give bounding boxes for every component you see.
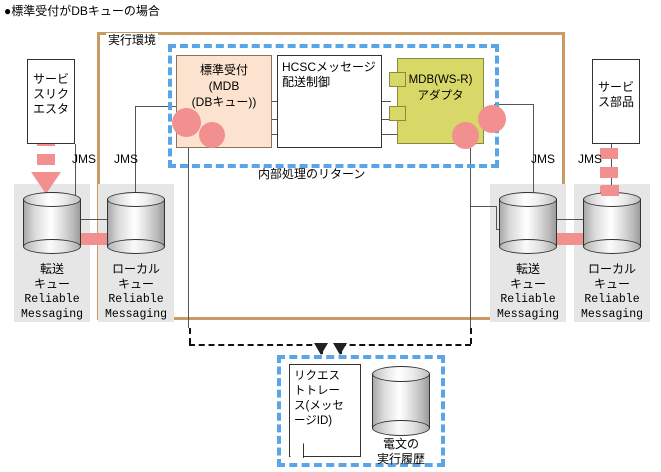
- service-component-line-2: ス部品: [597, 95, 634, 109]
- service-requestor-box: サービ スリク エスタ: [27, 59, 75, 144]
- queue-3-en-1: Reliable: [500, 293, 556, 306]
- queue-2-en-1: Reliable: [108, 293, 164, 306]
- connector-local-queue-to-mdb-horizontal: [135, 106, 177, 107]
- jms-label-3: JMS: [531, 152, 555, 166]
- message-history-caption: 電文の 実行履歴: [363, 437, 439, 467]
- trace-doc-line-4: ージID): [294, 415, 333, 427]
- trace-connector-left-stub: [189, 328, 191, 344]
- arrowhead-down-trace-right: [333, 343, 347, 355]
- hcsc-line-1: HCSCメッセージ: [282, 60, 376, 74]
- connector-local-queue-to-mdb-vertical: [135, 106, 136, 204]
- connector-requestor-to-transfer-queue: [75, 144, 76, 206]
- connector-right-jms-vertical: [533, 104, 534, 206]
- request-trace-boundary: [277, 355, 445, 467]
- history-line-2: 実行履歴: [376, 452, 425, 466]
- standard-reception-line-2: (MDB: [208, 79, 240, 93]
- queue-4-en-1: Reliable: [584, 293, 640, 306]
- internal-processing-return-label: 内部処理のリターン: [258, 167, 366, 181]
- transfer-queue-cylinder-left: [23, 192, 81, 254]
- jms-label-4: JMS: [578, 152, 602, 166]
- queue-1-jp-2: キュー: [33, 277, 70, 291]
- connector-transfer-to-local-right: [546, 219, 591, 220]
- transaction-marker-4: [452, 122, 479, 149]
- queue-caption-2: ローカル キュー Reliable Messaging: [97, 262, 175, 322]
- queue-2-en-2: Messaging: [104, 308, 168, 321]
- message-flow-segment-right: [601, 185, 619, 196]
- transaction-marker-1: [172, 108, 201, 137]
- execution-environment-label: 実行環境: [106, 33, 159, 47]
- queue-4-en-2: Messaging: [580, 308, 644, 321]
- trace-doc-line-3: ス(メッセ: [294, 400, 344, 412]
- queue-1-en-2: Messaging: [20, 308, 84, 321]
- hcsc-message-delivery-control-box: HCSCメッセージ 配送制御: [277, 55, 382, 148]
- local-queue-cylinder-left: [107, 192, 165, 254]
- transaction-marker-3: [478, 105, 506, 133]
- queue-3-jp-2: キュー: [509, 277, 546, 291]
- service-component-box: サービ ス部品: [592, 59, 640, 144]
- queue-caption-3: 転送 キュー Reliable Messaging: [489, 262, 567, 322]
- queue-1-jp-1: 転送: [39, 262, 64, 276]
- page-title: ●標準受付がDBキューの場合: [4, 4, 160, 18]
- queue-caption-1: 転送 キュー Reliable Messaging: [13, 262, 91, 322]
- connector-adapter-to-right-jms: [494, 104, 534, 105]
- request-trace-document: リクエス トトレー ス(メッセ ージID): [289, 364, 361, 457]
- service-requestor-line-1: サービ: [32, 72, 69, 86]
- queue-1-en-1: Reliable: [24, 293, 80, 306]
- connector-right-return-to-queue: [470, 206, 497, 207]
- service-component-line-1: サービ: [597, 80, 634, 94]
- jms-label-2: JMS: [114, 152, 138, 166]
- queue-3-jp-1: 転送: [515, 262, 540, 276]
- message-history-cylinder: [372, 366, 430, 436]
- connector-right-transfer-queue-drop: [496, 206, 497, 230]
- connector-right-return-vertical: [470, 134, 471, 328]
- connector-return-path-left-vertical: [188, 132, 189, 328]
- trace-connector-left-horizontal: [189, 344, 322, 346]
- jms-label-1: JMS: [72, 152, 96, 166]
- mdb-adapter-tab-top: [389, 72, 406, 87]
- history-line-1: 電文の: [382, 437, 419, 451]
- connector-hcsc-to-adapter: [382, 101, 391, 102]
- arrowhead-down-trace-left: [314, 343, 328, 355]
- mdb-adapter-label: MDB(WS-R) アダプタ: [397, 72, 484, 104]
- transaction-marker-2: [199, 122, 225, 148]
- service-requestor-line-3: エスタ: [32, 102, 69, 116]
- mdb-adapter-line-1: MDB(WS-R): [408, 74, 473, 86]
- trace-connector-right-horizontal: [340, 344, 471, 346]
- queue-2-jp-1: ローカル: [111, 262, 160, 276]
- queue-4-jp-1: ローカル: [587, 262, 636, 276]
- hcsc-line-2: 配送制御: [282, 75, 331, 89]
- standard-reception-line-1: 標準受付: [199, 63, 248, 77]
- queue-caption-4: ローカル キュー Reliable Messaging: [573, 262, 651, 322]
- service-requestor-line-2: スリク: [32, 87, 69, 101]
- standard-reception-line-3: (DBキュー)): [191, 95, 257, 109]
- local-queue-cylinder-right: [583, 192, 641, 254]
- trace-doc-line-2: トトレー: [294, 385, 340, 397]
- queue-4-jp-2: キュー: [593, 277, 630, 291]
- queue-2-jp-2: キュー: [117, 277, 154, 291]
- mdb-adapter-line-2: アダプタ: [417, 90, 464, 102]
- execution-environment-boundary: [97, 32, 565, 320]
- connector-reception-to-hcsc: [272, 101, 278, 102]
- mdb-adapter-tab-bottom: [389, 106, 406, 121]
- queue-3-en-2: Messaging: [496, 308, 560, 321]
- trace-connector-right-stub: [470, 328, 472, 344]
- connector-transfer-to-local-left: [70, 219, 115, 220]
- trace-doc-line-1: リクエス: [294, 370, 340, 382]
- transfer-queue-cylinder-right: [499, 192, 557, 254]
